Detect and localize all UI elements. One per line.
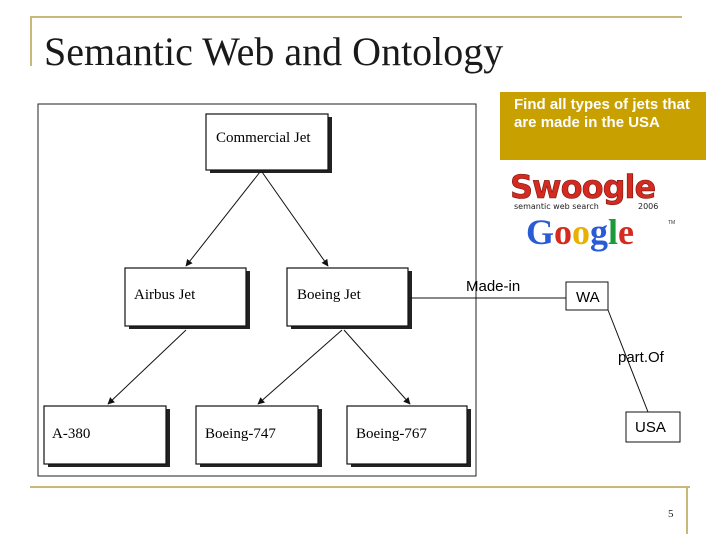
title-rule — [30, 16, 682, 18]
node-commercial-jet: Commercial Jet — [205, 113, 332, 173]
slide-title: Semantic Web and Ontology — [44, 29, 504, 74]
edge-commercial-to-boeing — [261, 171, 329, 267]
node-wa-label: WA — [576, 289, 600, 306]
relation-part-of-label: part.Of — [618, 349, 665, 366]
node-wa — [565, 281, 609, 311]
node-airbus-jet-label: Airbus Jet — [134, 287, 196, 303]
swoogle-logo: Swoogle semantic web search 2006 — [510, 170, 658, 211]
google-wordmark: Google — [526, 212, 634, 252]
google-tm: TM — [668, 220, 675, 226]
node-boeing-747-label: Boeing-747 — [205, 426, 276, 442]
swoogle-wordmark: Swoogle — [510, 170, 655, 206]
relation-made-in-label: Made-in — [466, 278, 520, 295]
node-usa-label: USA — [635, 419, 666, 436]
footer-rule-vertical — [686, 486, 688, 534]
page-number: 5 — [668, 508, 674, 520]
node-a380: A-380 — [43, 405, 170, 467]
node-boeing-747: Boeing-747 — [195, 405, 322, 467]
edge-commercial-to-airbus — [185, 171, 261, 267]
node-usa — [625, 411, 681, 443]
swoogle-tagline: semantic web search — [514, 202, 599, 211]
node-boeing-jet: Boeing Jet — [286, 267, 412, 329]
node-boeing-jet-label: Boeing Jet — [297, 287, 362, 303]
node-a380-label: A-380 — [52, 426, 90, 442]
footer-rule — [30, 486, 690, 488]
edge-airbus-to-a380 — [107, 329, 187, 405]
title-rule-vertical — [30, 18, 32, 66]
edge-boeing-to-747 — [257, 329, 343, 405]
swoogle-year: 2006 — [638, 202, 658, 211]
node-boeing-767: Boeing-767 — [346, 405, 471, 467]
node-airbus-jet: Airbus Jet — [124, 267, 250, 329]
query-callout: Find all types of jets that are made in … — [500, 92, 706, 160]
node-boeing-767-label: Boeing-767 — [356, 426, 427, 442]
node-commercial-jet-label: Commercial Jet — [216, 130, 311, 146]
edge-boeing-to-767 — [343, 329, 411, 405]
google-logo: Google TM — [526, 212, 675, 252]
edge-part-of — [607, 309, 649, 413]
